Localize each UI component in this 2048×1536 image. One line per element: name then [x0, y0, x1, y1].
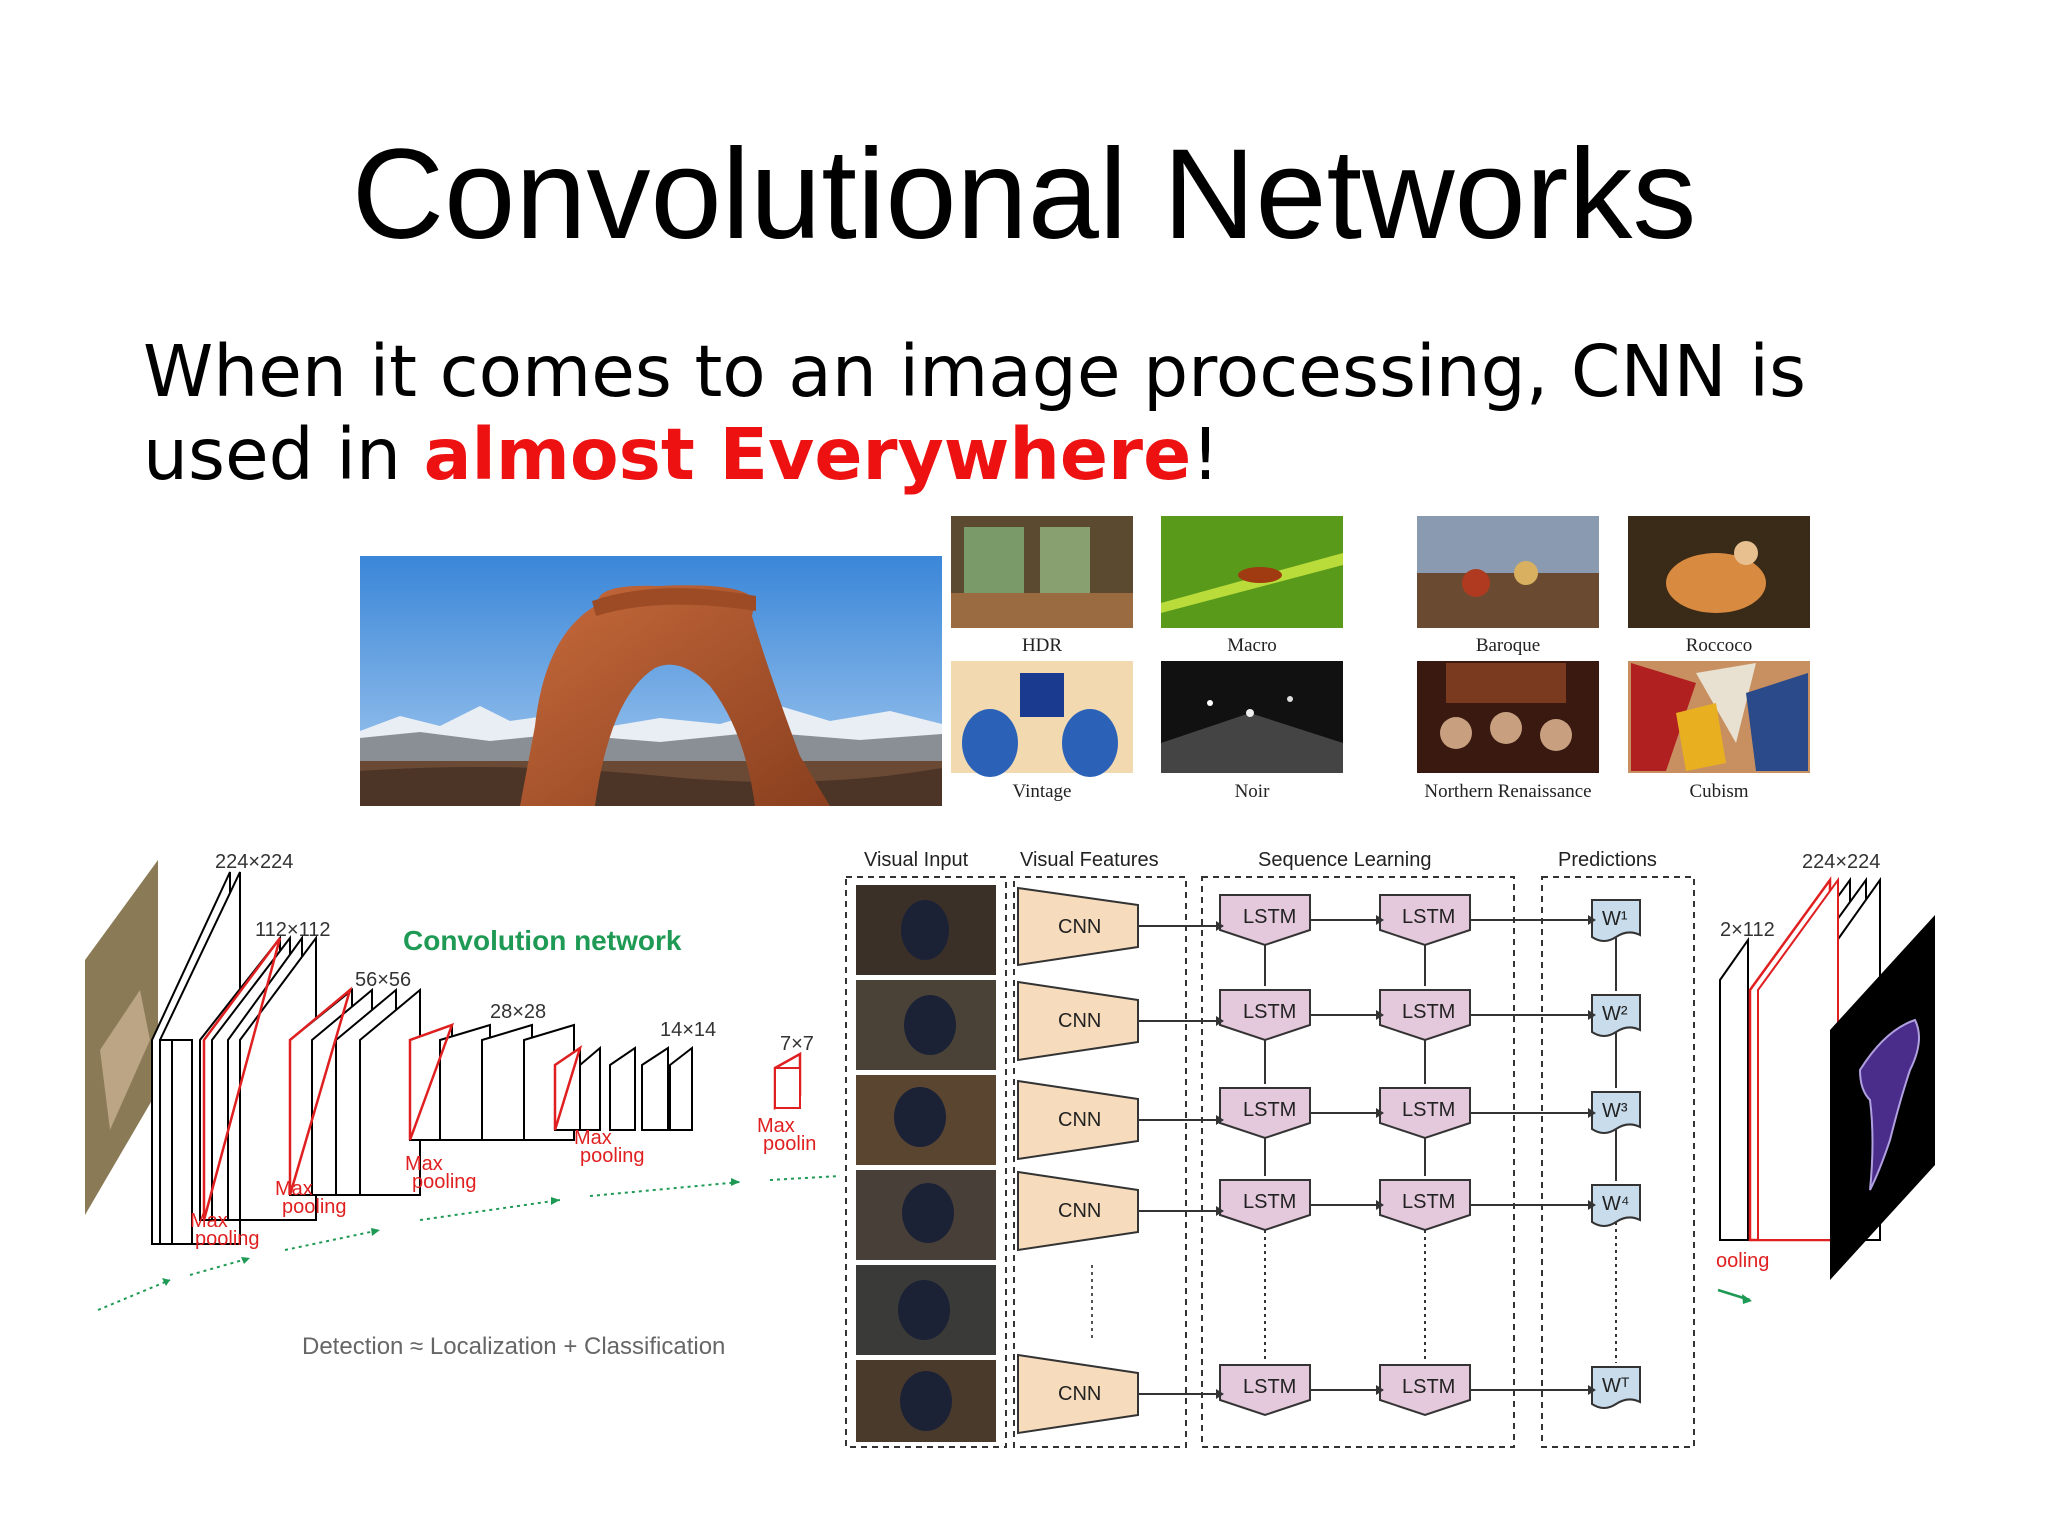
- prediction-w3: W³: [1602, 1100, 1628, 1122]
- header-visual-input: Visual Input: [864, 849, 969, 871]
- pool-label-3b: pooling: [412, 1171, 477, 1193]
- lstm-label-4b: LSTM: [1402, 1191, 1455, 1213]
- seg-size-112: 2×112: [1720, 919, 1775, 941]
- caption-baroque: Baroque: [1416, 635, 1600, 657]
- header-sequence-learning: Sequence Learning: [1258, 849, 1431, 871]
- video-frames: [856, 885, 996, 1442]
- size-label-56: 56×56: [355, 969, 411, 991]
- slide-title: Convolutional Networks: [0, 125, 2048, 265]
- pool-label-2b: pooling: [282, 1196, 347, 1218]
- art-style-gallery: [1416, 513, 1816, 809]
- detection-footer: Detection ≈ Localization + Classificatio…: [302, 1333, 725, 1360]
- body-text-highlight: almost Everywhere: [424, 413, 1192, 496]
- cnn-label-1: CNN: [1058, 916, 1101, 938]
- header-visual-features: Visual Features: [1020, 849, 1159, 871]
- conv-network-diagram: 224×224 112×112 56×56 28×28 14×14 7×7 Co…: [80, 840, 840, 1360]
- caption-cubism: Cubism: [1627, 781, 1811, 803]
- lstm-label-2a: LSTM: [1243, 1001, 1296, 1023]
- size-label-14: 14×14: [660, 1019, 716, 1041]
- size-label-7: 7×7: [780, 1033, 814, 1055]
- caption-macro: Macro: [1160, 635, 1344, 657]
- header-predictions: Predictions: [1558, 849, 1657, 871]
- body-text-suffix: !: [1191, 413, 1219, 496]
- lstm-label-1a: LSTM: [1243, 906, 1296, 928]
- pool-label-4b: pooling: [580, 1145, 645, 1167]
- lstm-label-3a: LSTM: [1243, 1099, 1296, 1121]
- caption-vintage: Vintage: [950, 781, 1134, 803]
- prediction-w2: W²: [1602, 1003, 1628, 1025]
- lstm-label-5a: LSTM: [1243, 1376, 1296, 1398]
- prediction-wt: Wᵀ: [1602, 1375, 1630, 1397]
- prediction-w1: W¹: [1602, 908, 1628, 930]
- pool-label-5b: poolin: [763, 1133, 816, 1155]
- cnn-label-4: CNN: [1058, 1200, 1101, 1222]
- caption-roccoco: Roccoco: [1627, 635, 1811, 657]
- size-label-112: 112×112: [255, 919, 330, 941]
- prediction-w4: W⁴: [1602, 1193, 1629, 1215]
- photo-style-gallery: [950, 513, 1350, 809]
- lstm-label-4a: LSTM: [1243, 1191, 1296, 1213]
- lstm-label-3b: LSTM: [1402, 1099, 1455, 1121]
- caption-noir: Noir: [1160, 781, 1344, 803]
- arch-photo: [360, 556, 942, 806]
- lstm-label-1b: LSTM: [1402, 906, 1455, 928]
- pool-label-1b: pooling: [195, 1228, 260, 1250]
- segmentation-network-fragment: 224×224 2×112 ooling: [1710, 840, 2048, 1320]
- cnn-label-2: CNN: [1058, 1010, 1101, 1032]
- cnn-label-3: CNN: [1058, 1109, 1101, 1131]
- size-label-224: 224×224: [215, 851, 293, 873]
- caption-hdr: HDR: [950, 635, 1134, 657]
- seg-pool-label: ooling: [1716, 1250, 1769, 1272]
- lstm-label-5b: LSTM: [1402, 1376, 1455, 1398]
- conv-network-title: Convolution network: [403, 925, 682, 956]
- caption-northern-renaissance: Northern Renaissance: [1400, 781, 1616, 803]
- seg-size-224: 224×224: [1802, 851, 1880, 873]
- lstm-label-2b: LSTM: [1402, 1001, 1455, 1023]
- size-label-28: 28×28: [490, 1001, 546, 1023]
- cnn-lstm-diagram: Visual Input Visual Features Sequence Le…: [840, 845, 1700, 1455]
- cnn-label-5: CNN: [1058, 1383, 1101, 1405]
- slide-body-text: When it comes to an image processing, CN…: [143, 330, 1963, 496]
